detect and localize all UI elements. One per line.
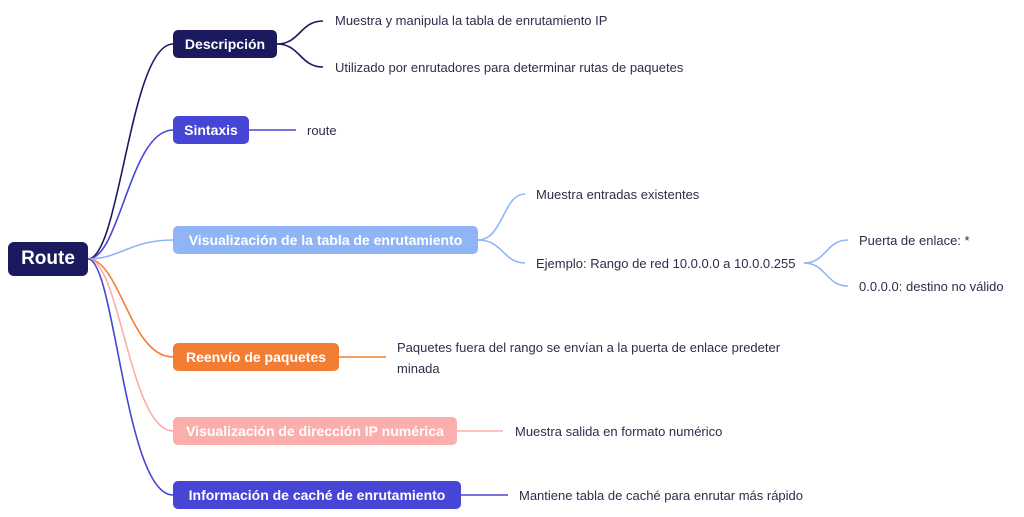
leaf-invalid-destination[interactable]: 0.0.0.0: destino no válido bbox=[859, 279, 1004, 294]
node-visualizacion-ip[interactable]: Visualización de dirección IP numérica bbox=[173, 417, 457, 445]
link-gc-2 bbox=[803, 262, 849, 287]
leaf-reenvio-line-1: Paquetes fuera del rango se envían a la … bbox=[397, 340, 781, 355]
link-gc-1 bbox=[803, 239, 849, 264]
node-visualizacion-tabla[interactable]: Visualización de la tabla de enrutamient… bbox=[173, 226, 478, 254]
node-reenvio[interactable]: Reenvío de paquetes bbox=[173, 343, 339, 371]
leaf-cache-1[interactable]: Mantiene tabla de caché para enrutar más… bbox=[519, 488, 804, 503]
leaf-sintaxis-1[interactable]: route bbox=[307, 123, 337, 138]
link-desc-1 bbox=[276, 20, 324, 45]
link-visualizacion-tabla bbox=[87, 239, 174, 260]
leaf-descripcion-2[interactable]: Utilizado por enrutadores para determina… bbox=[335, 60, 684, 75]
root-node-route[interactable]: Route bbox=[8, 242, 88, 276]
link-visualizacion-ip bbox=[87, 258, 174, 432]
link-vis-1 bbox=[477, 193, 526, 241]
link-descripcion bbox=[87, 43, 174, 260]
link-sintaxis bbox=[87, 129, 174, 260]
node-sintaxis[interactable]: Sintaxis bbox=[173, 116, 249, 144]
leaf-visualizacion-2[interactable]: Ejemplo: Rango de red 10.0.0.0 a 10.0.0.… bbox=[536, 256, 796, 271]
link-desc-2 bbox=[276, 43, 324, 68]
link-cache bbox=[87, 258, 174, 496]
leaf-visualizacion-ip-1[interactable]: Muestra salida en formato numérico bbox=[515, 424, 723, 439]
link-reenvio bbox=[87, 258, 174, 358]
link-vis-2 bbox=[477, 239, 526, 264]
node-descripcion[interactable]: Descripción bbox=[173, 30, 277, 58]
leaf-visualizacion-1[interactable]: Muestra entradas existentes bbox=[536, 187, 700, 202]
leaf-reenvio-line-2: minada bbox=[397, 361, 440, 376]
leaf-descripcion-1[interactable]: Muestra y manipula la tabla de enrutamie… bbox=[335, 13, 608, 28]
leaf-reenvio-1[interactable]: Paquetes fuera del rango se envían a la … bbox=[397, 337, 780, 379]
node-cache[interactable]: Información de caché de enrutamiento bbox=[173, 481, 461, 509]
leaf-gateway[interactable]: Puerta de enlace: * bbox=[859, 233, 970, 248]
